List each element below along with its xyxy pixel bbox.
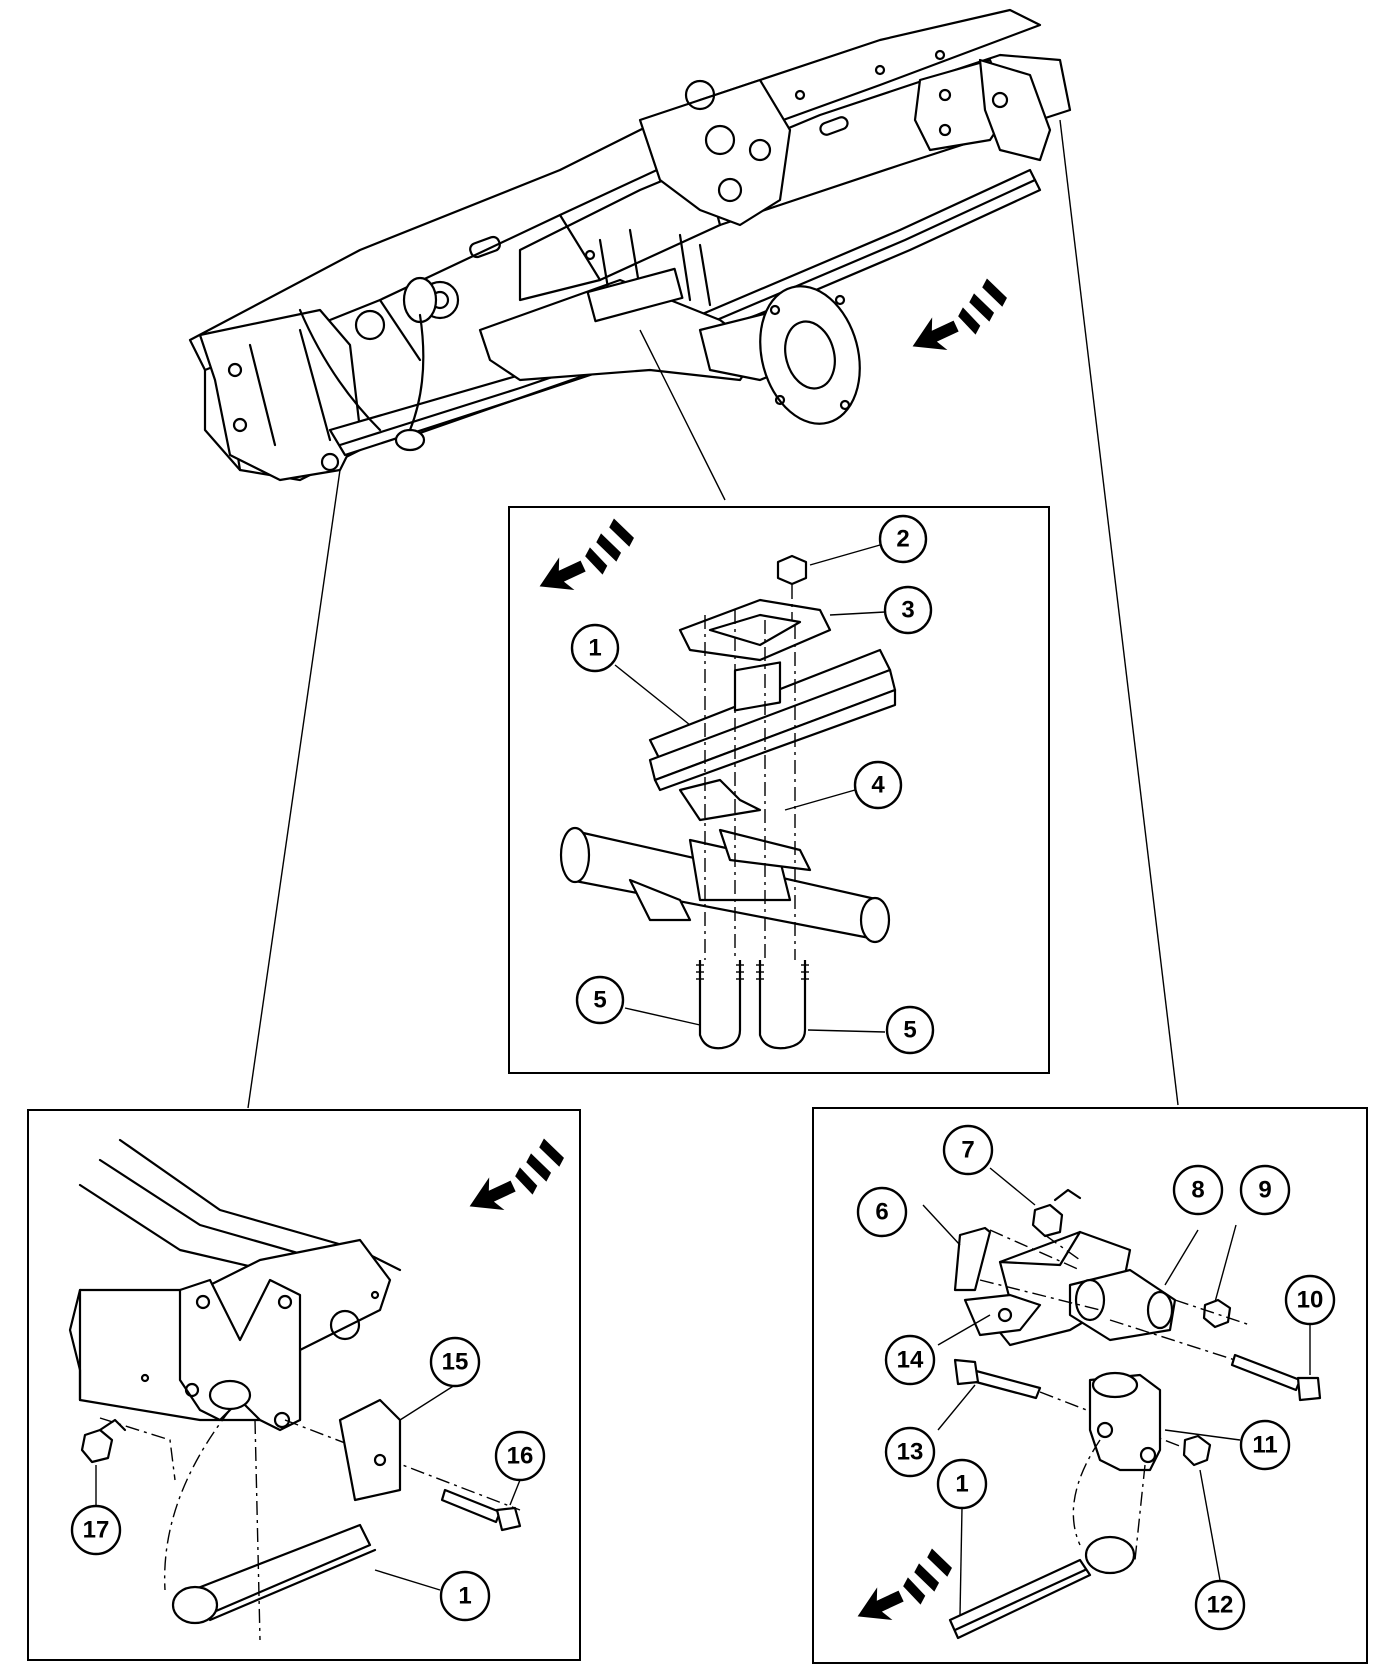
svg-text:10: 10 (1297, 1287, 1324, 1314)
svg-text:3: 3 (901, 597, 914, 624)
callout-16: 16 (494, 1430, 546, 1482)
callout-10: 10 (1284, 1274, 1336, 1326)
callout-9: 9 (1239, 1164, 1291, 1216)
callout-8: 8 (1172, 1164, 1224, 1216)
callout-5: 5 (885, 1005, 935, 1055)
svg-text:9: 9 (1258, 1177, 1271, 1204)
front-spring-hanger-detail (27, 1109, 581, 1661)
svg-text:11: 11 (1252, 1432, 1277, 1459)
svg-text:7: 7 (961, 1137, 974, 1164)
svg-text:1: 1 (955, 1471, 968, 1498)
svg-text:5: 5 (593, 987, 606, 1014)
svg-text:1: 1 (458, 1583, 471, 1610)
callout-14: 14 (884, 1334, 936, 1386)
callout-3: 3 (883, 585, 933, 635)
svg-text:8: 8 (1191, 1177, 1204, 1204)
svg-text:14: 14 (897, 1347, 924, 1374)
callout-1: 1 (439, 1570, 491, 1622)
svg-text:1: 1 (588, 635, 601, 662)
callout-6: 6 (856, 1186, 908, 1238)
callout-15: 15 (429, 1336, 481, 1388)
callout-13: 13 (884, 1426, 936, 1478)
svg-text:17: 17 (83, 1517, 110, 1544)
svg-text:4: 4 (871, 772, 885, 799)
svg-text:16: 16 (507, 1443, 534, 1470)
callout-5: 5 (575, 975, 625, 1025)
callout-17: 17 (70, 1504, 122, 1556)
svg-text:12: 12 (1207, 1592, 1234, 1619)
callout-12: 12 (1194, 1579, 1246, 1631)
callout-4: 4 (853, 760, 903, 810)
front-direction-arrow-icon (899, 274, 1017, 363)
leader-lines (247, 119, 1179, 1109)
svg-text:2: 2 (896, 526, 909, 553)
callout-1: 1 (570, 623, 620, 673)
svg-text:13: 13 (897, 1439, 924, 1466)
callout-1: 1 (936, 1458, 988, 1510)
svg-text:15: 15 (442, 1349, 469, 1376)
axle-u-bolt-detail (508, 506, 1050, 1074)
callout-7: 7 (942, 1124, 994, 1176)
callout-2: 2 (878, 514, 928, 564)
svg-text:5: 5 (903, 1017, 916, 1044)
callout-11: 11 (1239, 1419, 1291, 1471)
frame-overview (188, 8, 1072, 482)
svg-text:6: 6 (875, 1199, 888, 1226)
